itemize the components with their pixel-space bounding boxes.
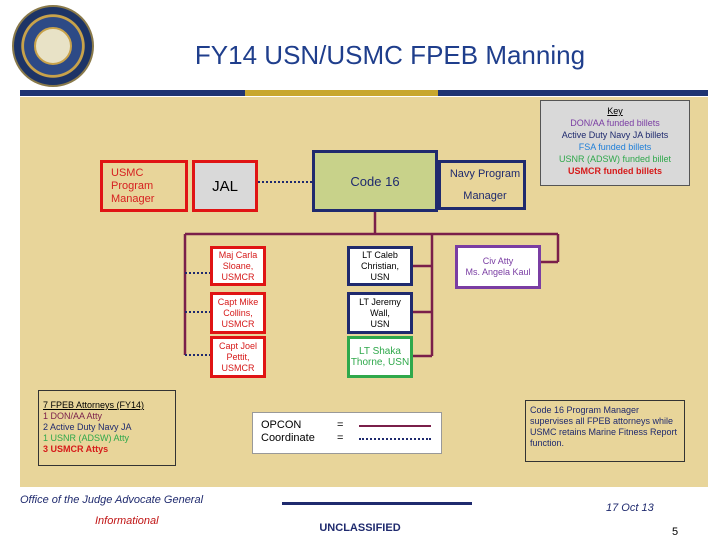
summary-line-usnr: 1 USNR (ADSW) Atty (43, 433, 130, 443)
key-box: Key DON/AA funded billets Active Duty Na… (540, 100, 690, 186)
key-title: Key (607, 106, 623, 116)
attorney-pettit-name: Pettit, (226, 351, 250, 362)
attorney-box-pettit: Capt Joel Pettit, USMCR (210, 336, 266, 378)
lt-box-christian: LT Caleb Christian, USN (347, 246, 413, 286)
summary-line-active-duty: 2 Active Duty Navy JA (43, 422, 132, 432)
navy-program-manager-box: Navy Program Manager (438, 160, 526, 210)
attorney-collins-component: USMCR (221, 318, 255, 329)
summary-title: 7 FPEB Attorneys (FY14) (43, 400, 145, 410)
header-rule-gold (245, 90, 438, 96)
attorney-box-collins: Capt Mike Collins, USMCR (210, 292, 266, 334)
footer-office: Office of the Judge Advocate General (20, 494, 204, 506)
summary-line-usmcr: 3 USMCR Attys (43, 444, 109, 454)
code16-label: Code 16 (350, 173, 400, 189)
footer-rule (282, 502, 472, 505)
lt-box-thorne: LT Shaka Thorne, USN (347, 336, 413, 378)
legend-coordinate-equals: = (337, 432, 344, 444)
legend-row-opcon: OPCON = (261, 419, 441, 432)
summary-line-don-aa: 1 DON/AA Atty (43, 411, 103, 421)
civ-atty-title: Civ Atty (482, 256, 514, 266)
key-item-fsa: FSA funded billets (578, 142, 652, 152)
lt-wall-component: USN (370, 318, 390, 329)
code16-box: Code 16 (312, 150, 438, 212)
key-item-active-duty: Active Duty Navy JA billets (561, 130, 669, 140)
navy-program-manager-label: Navy Program Manager (449, 168, 521, 202)
header-rule-blue-right (438, 90, 708, 96)
attorney-collins-name: Capt Mike Collins, (217, 296, 259, 318)
legend-opcon-label: OPCON (261, 419, 302, 431)
lt-box-wall: LT Jeremy Wall, USN (347, 292, 413, 334)
legend-row-coordinate: Coordinate = (261, 432, 441, 445)
lt-wall-name: LT Jeremy Wall, (359, 296, 401, 318)
lt-thorne-name: LT Shaka Thorne, USN (350, 346, 410, 368)
footer-page-number: 5 (672, 526, 679, 538)
civ-atty-box: Civ Atty Ms. Angela Kaul (455, 245, 541, 289)
key-item-usnr: USNR (ADSW) funded billet (558, 154, 672, 164)
supervision-note: Code 16 Program Manager supervises all F… (525, 400, 685, 462)
attorney-pettit-rank: Capt Joel (218, 340, 258, 351)
header-rule-blue (20, 90, 245, 96)
footer-classification: UNCLASSIFIED (319, 522, 401, 534)
civ-atty-name: Ms. Angela Kaul (465, 267, 531, 277)
attorney-box-sloane: Maj Carla Sloane, USMCR (210, 246, 266, 286)
legend-solid-line (359, 424, 431, 427)
key-item-usmcr: USMCR funded billets (568, 166, 662, 176)
jal-label: JAL (212, 177, 238, 195)
legend-dotted-line (359, 437, 431, 440)
attorney-sloane-component: USMCR (221, 271, 255, 282)
footer-date: 17 Oct 13 (606, 502, 654, 514)
line-legend: OPCON = Coordinate = (252, 412, 442, 454)
attorney-sloane-name: Maj Carla Sloane, (218, 249, 258, 271)
legend-opcon-equals: = (337, 419, 344, 431)
jag-seal-logo (12, 5, 94, 87)
lt-christian-name: LT Caleb Christian, (360, 249, 399, 271)
lt-christian-component: USN (370, 271, 390, 282)
usmc-program-manager-box: USMC Program Manager (100, 160, 188, 212)
key-item-don-aa: DON/AA funded billets (570, 118, 660, 128)
footer-informational: Informational (95, 515, 159, 527)
slide-title: FY14 USN/USMC FPEB Manning (194, 40, 586, 70)
attorney-pettit-component: USMCR (221, 362, 255, 373)
legend-coordinate-label: Coordinate (261, 432, 315, 444)
jal-box: JAL (192, 160, 258, 212)
attorney-summary-box: 7 FPEB Attorneys (FY14) 1 DON/AA Atty 2 … (38, 390, 176, 466)
usmc-program-manager-label: USMC Program Manager (111, 167, 155, 205)
